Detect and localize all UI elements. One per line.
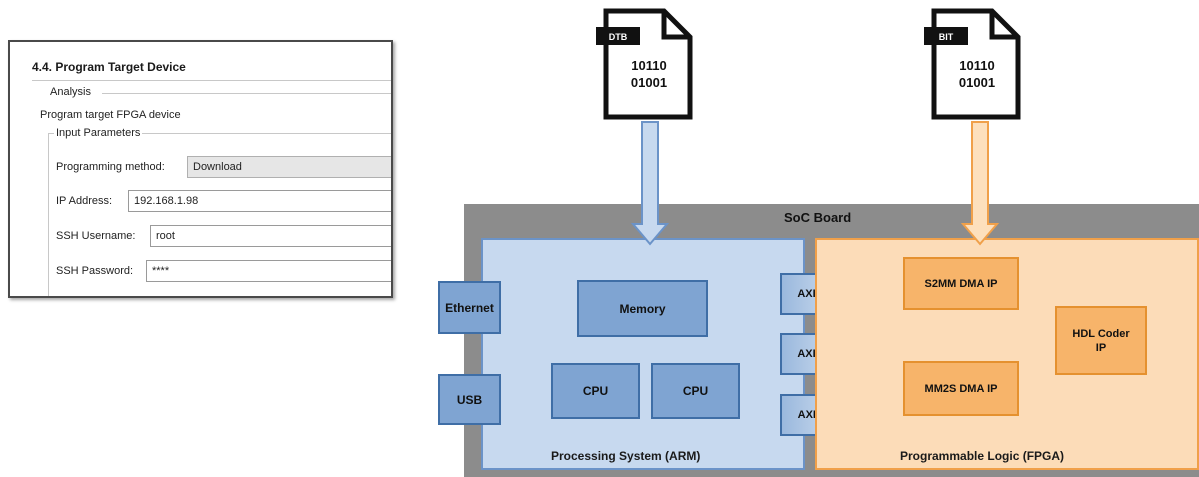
cpu-label-1: CPU [582,384,609,398]
analysis-divider [102,93,391,94]
input-parameters-label: Input Parameters [54,127,143,139]
ssh-username-input[interactable] [150,225,391,247]
processing-system-label: Processing System (ARM) [551,449,701,463]
programming-method-label: Programming method: [56,161,165,173]
title-divider [32,80,391,81]
programming-method-dropdown[interactable]: Download [187,156,391,178]
bit-bits-line1: 10110 [959,58,994,73]
dialog-title: 4.4. Program Target Device [32,60,186,74]
analysis-label: Analysis [50,86,91,98]
bit-file-icon: BIT 10110 01001 [924,8,1021,120]
s2mm-label: S2MM DMA IP [924,277,998,290]
bit-down-arrow [960,121,1000,246]
dtb-bits-line2: 01001 [631,75,667,90]
mm2s-dma-ip-block: MM2S DMA IP [903,361,1019,416]
memory-label: Memory [619,301,666,316]
ssh-password-input[interactable] [146,260,391,282]
usb-label: USB [456,392,483,407]
ethernet-block: Ethernet [438,281,501,334]
cpu-block-2: CPU [651,363,740,419]
s2mm-dma-ip-block: S2MM DMA IP [903,257,1019,310]
hdl-coder-ip-block: HDL Coder IP [1055,306,1147,375]
soc-board-label: SoC Board [784,210,852,225]
hdl-coder-label-line2: IP [1095,341,1107,354]
mm2s-label: MM2S DMA IP [924,382,998,395]
usb-block: USB [438,374,501,425]
ssh-password-label: SSH Password: [56,265,134,277]
ip-address-label: IP Address: [56,195,113,207]
cpu-block-1: CPU [551,363,640,419]
bit-bits-line2: 01001 [959,75,995,90]
dtb-file-icon: DTB 10110 01001 [596,8,693,120]
ip-address-input[interactable] [128,190,391,212]
memory-block: Memory [577,280,708,337]
dtb-down-arrow [630,121,670,246]
ssh-username-label: SSH Username: [56,230,136,242]
programmable-logic-label: Programmable Logic (FPGA) [900,449,1065,463]
program-target-device-dialog: 4.4. Program Target Device Analysis Prog… [8,40,393,298]
dtb-bits-line1: 10110 [631,58,666,73]
input-parameters-group [48,133,391,296]
dtb-tag-label: DTB [609,32,628,42]
cpu-label-2: CPU [682,384,709,398]
bit-tag-label: BIT [939,32,954,42]
dialog-description: Program target FPGA device [40,109,181,121]
hdl-coder-label-line1: HDL Coder [1072,327,1130,340]
ethernet-label: Ethernet [445,300,494,315]
processing-system-region [481,238,805,470]
